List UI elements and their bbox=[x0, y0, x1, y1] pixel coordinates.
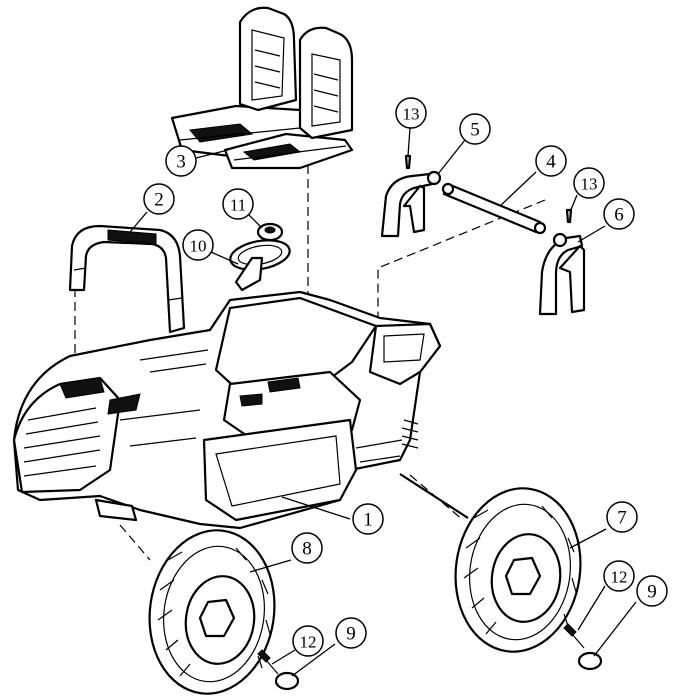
callout-6: 6 bbox=[603, 198, 635, 230]
part-6-rear-bar-right bbox=[538, 232, 586, 316]
callout-8: 8 bbox=[291, 532, 323, 564]
callout-10: 10 bbox=[182, 229, 214, 261]
part-12-bolts bbox=[257, 623, 585, 675]
part-10-steering-wheel bbox=[229, 239, 291, 292]
callout-number: 3 bbox=[176, 152, 186, 173]
part-4-tube bbox=[441, 182, 547, 235]
callout-number: 9 bbox=[346, 624, 356, 645]
callout-number: 10 bbox=[190, 237, 207, 256]
callout-9-front: 9 bbox=[335, 617, 367, 649]
callout-number: 13 bbox=[581, 175, 598, 194]
callout-number: 13 bbox=[403, 105, 420, 124]
callout-13-right: 13 bbox=[573, 167, 605, 199]
part-8-front-wheel bbox=[148, 529, 276, 695]
callout-number: 2 bbox=[154, 190, 164, 211]
callout-12-rear: 12 bbox=[603, 560, 635, 592]
callout-2: 2 bbox=[143, 183, 175, 215]
part-5-rear-bar-left bbox=[380, 170, 442, 238]
part-3-seat bbox=[170, 6, 354, 170]
callout-4: 4 bbox=[535, 145, 567, 177]
callout-number: 8 bbox=[302, 539, 312, 560]
part-2-roll-bar bbox=[68, 224, 186, 334]
callout-number: 12 bbox=[611, 568, 628, 587]
callout-9-rear: 9 bbox=[636, 575, 668, 607]
callout-5: 5 bbox=[459, 113, 491, 145]
callout-number: 11 bbox=[230, 196, 246, 215]
callout-7: 7 bbox=[606, 501, 638, 533]
callout-12-front: 12 bbox=[292, 625, 324, 657]
callout-number: 9 bbox=[647, 582, 657, 603]
callout-1: 1 bbox=[352, 503, 384, 535]
part-11-horn-button bbox=[256, 222, 284, 242]
callout-number: 1 bbox=[363, 510, 373, 531]
part-13-screws bbox=[404, 154, 573, 224]
part-9-hub-caps bbox=[274, 651, 603, 691]
callout-number: 12 bbox=[300, 633, 317, 652]
callout-leader-lines bbox=[129, 127, 637, 677]
callout-number: 6 bbox=[614, 205, 624, 226]
part-1-body bbox=[12, 290, 469, 530]
part-7-rear-wheel bbox=[454, 487, 582, 653]
callout-11: 11 bbox=[222, 188, 254, 220]
callout-number: 7 bbox=[617, 508, 627, 529]
callout-13-left: 13 bbox=[395, 97, 427, 129]
callout-number: 4 bbox=[546, 152, 556, 173]
callout-number: 5 bbox=[470, 120, 480, 141]
callout-3: 3 bbox=[165, 145, 197, 177]
